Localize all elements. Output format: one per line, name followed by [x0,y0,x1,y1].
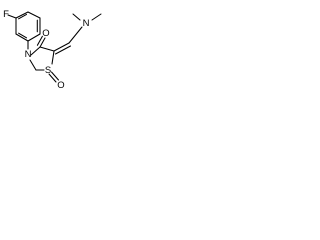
ring-bond [27,33,41,42]
sulfoxide-bond [48,73,57,83]
aromatic-double-bond [18,32,28,39]
ring-bond [29,59,37,71]
atom-label-f: F [3,9,9,20]
exocyclic-double-bond [54,45,72,55]
exocyclic-double-bond [53,42,70,52]
n-methyl-bond [72,13,81,21]
atom-sulfoxide-oxygen: O [57,80,64,91]
atom-label-n-amine: N [83,18,90,29]
ring-bond [51,50,55,65]
atom-amine-nitrogen: N [83,18,90,29]
atom-label-n-ring: N [25,49,32,60]
atom-label-s: S [45,65,51,76]
chemical-structure: F N N O S O [3,9,102,91]
atom-label-o-sulfoxide: O [57,80,64,91]
carbonyl-bond [39,37,46,48]
aromatic-double-bond [18,13,28,20]
sulfoxide-bond [50,71,60,81]
n-methyl-bond [91,13,102,21]
atom-label-o-carbonyl: O [42,28,49,39]
ring-bond [15,33,29,42]
atom-fluorine: F [3,9,9,20]
c-f-bond [7,14,17,19]
ring-bond [15,11,29,19]
atom-carbonyl-oxygen: O [42,28,49,39]
ch-n-bond [68,26,83,44]
ring-bond [30,46,41,56]
ring-bond [39,46,55,52]
fluorophenyl-ring [15,11,41,42]
atom-ring-sulfur: S [45,65,51,76]
carbonyl-bond [36,35,43,46]
atom-ring-nitrogen: N [25,49,32,60]
ring-bond [27,11,41,19]
thiazolidinone-ring [29,46,55,71]
